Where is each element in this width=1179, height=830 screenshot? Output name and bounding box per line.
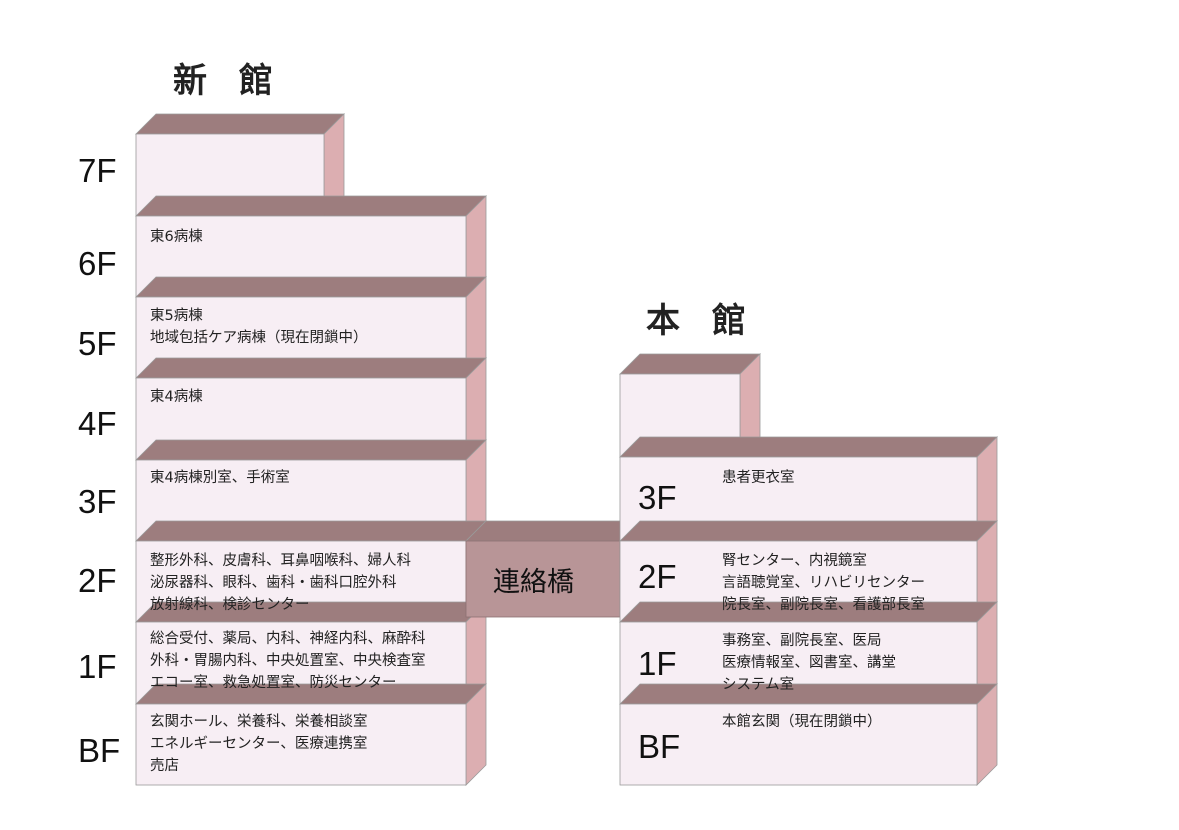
floor-line: 院長室、副院長室、看護部長室 (722, 597, 925, 613)
floor-line: 東5病棟 (150, 308, 203, 324)
shinkan-4f-top-face (135, 357, 487, 379)
floor-line: 本館玄関（現在閉鎖中） (722, 714, 882, 730)
shinkan-floor-6f-text: 東6病棟 (150, 226, 203, 248)
shinkan-7f-top-face (135, 113, 345, 135)
shinkan-bf-front-face (135, 703, 467, 786)
shinkan-5f-top-face (135, 276, 487, 298)
honkan-floor-2f-text: 腎センター、内視鏡室 言語聴覚室、リハビリセンター 院長室、副院長室、看護部長室 (722, 550, 925, 616)
shinkan-floor-6f-label: 6F (78, 245, 117, 282)
shinkan-floor-7f-label: 7F (78, 152, 117, 189)
shinkan-title: 新 館 (173, 61, 283, 101)
floor-line: 事務室、副院長室、医局 (722, 633, 882, 649)
honkan-floor-bf-text: 本館玄関（現在閉鎖中） (722, 711, 882, 733)
shinkan-floor-5f-label: 5F (78, 325, 117, 362)
shinkan-floor-4f-text: 東4病棟 (150, 386, 203, 408)
floor-line: 患者更衣室 (722, 470, 795, 486)
floor-line: エコー室、救急処置室、防災センター (150, 675, 397, 691)
floor-line: 玄関ホール、栄養科、栄養相談室 (150, 714, 368, 730)
bridge-label: 連絡橋 (493, 567, 574, 598)
shinkan-floor-3f-label: 3F (78, 483, 117, 520)
floor-line: 泌尿器科、眼科、歯科・歯科口腔外科 (150, 575, 397, 591)
honkan-tower-top-face (619, 353, 761, 375)
floor-line: 東4病棟 (150, 389, 203, 405)
shinkan-2f-top-face (135, 520, 487, 542)
floor-line: 外科・胃腸内科、中央処置室、中央検査室 (150, 653, 426, 669)
shinkan-6f-top-face (135, 195, 487, 217)
bridge-top-face (465, 520, 641, 542)
shinkan-floor-bf-label: BF (78, 732, 121, 769)
honkan-title: 本 館 (646, 301, 756, 341)
honkan-2f-top-face (619, 520, 998, 542)
shinkan-floor-bf-text: 玄関ホール、栄養科、栄養相談室 エネルギーセンター、医療連携室 売店 (150, 711, 368, 777)
honkan-3f-top-face (619, 436, 998, 458)
shinkan-floor-2f-label: 2F (78, 562, 117, 599)
shinkan-floor-3f-text: 東4病棟別室、手術室 (150, 467, 290, 489)
shinkan-floor-5f-text: 東5病棟 地域包括ケア病棟（現在閉鎖中） (150, 305, 368, 349)
floor-line: 放射線科、検診センター (150, 597, 310, 613)
floor-line: 言語聴覚室、リハビリセンター (722, 575, 925, 591)
floor-line: エネルギーセンター、医療連携室 (150, 736, 368, 752)
honkan-floor-3f-label: 3F (638, 479, 677, 516)
shinkan-3f-top-face (135, 439, 487, 461)
floor-line: 東6病棟 (150, 229, 203, 245)
honkan-floor-bf-label: BF (638, 728, 681, 765)
shinkan-floor-1f-text: 総合受付、薬局、内科、神経内科、麻酔科 外科・胃腸内科、中央処置室、中央検査室 … (150, 628, 426, 694)
honkan-floor-1f-text: 事務室、副院長室、医局 医療情報室、図書室、講堂 システム室 (722, 630, 896, 696)
floor-line: 売店 (150, 758, 179, 774)
shinkan-floor-2f-text: 整形外科、皮膚科、耳鼻咽喉科、婦人科 泌尿器科、眼科、歯科・歯科口腔外科 放射線… (150, 550, 411, 616)
floor-line: 医療情報室、図書室、講堂 (722, 655, 896, 671)
honkan-floor-3f-text: 患者更衣室 (722, 467, 795, 489)
shinkan-floor-4f-label: 4F (78, 405, 117, 442)
honkan-floor-1f-label: 1F (638, 645, 677, 682)
shinkan-floor-1f-label: 1F (78, 648, 117, 685)
floor-line: 腎センター、内視鏡室 (722, 553, 867, 569)
bridge-front-face (465, 540, 621, 618)
honkan-bf-front-face (619, 703, 978, 786)
floor-line: 東4病棟別室、手術室 (150, 470, 290, 486)
floor-line: 整形外科、皮膚科、耳鼻咽喉科、婦人科 (150, 553, 411, 569)
floor-line: システム室 (722, 677, 795, 693)
floor-line: 地域包括ケア病棟（現在閉鎖中） (150, 330, 368, 346)
floor-line: 総合受付、薬局、内科、神経内科、麻酔科 (150, 631, 426, 647)
honkan-floor-2f-label: 2F (638, 558, 677, 595)
